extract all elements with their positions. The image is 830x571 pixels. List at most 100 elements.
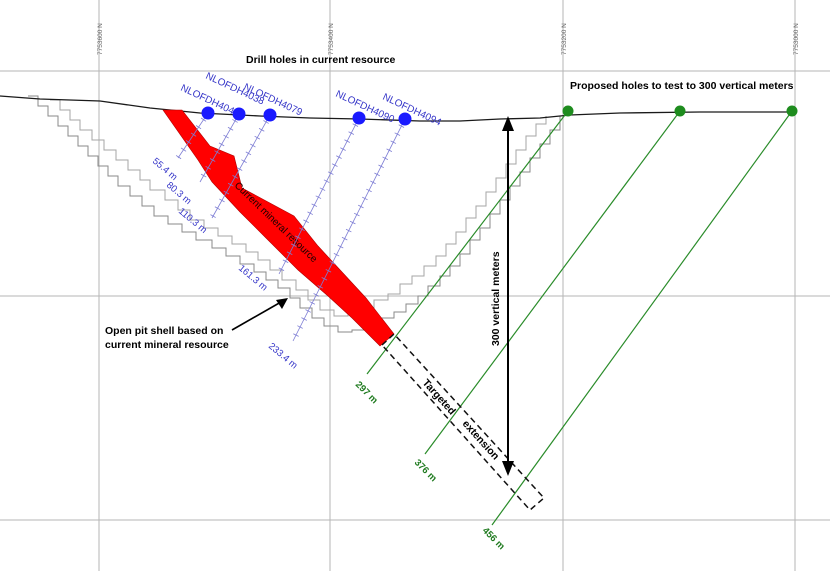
depth-tick: [297, 325, 303, 329]
topography-line: [0, 95, 795, 122]
hole-trace-4038: [199, 113, 240, 183]
depth-tick: [329, 261, 336, 265]
depth-tick: [250, 143, 256, 148]
depth-tick: [374, 172, 380, 177]
vertical-scale-arrow: [502, 116, 514, 476]
hole-trace-4094: [292, 118, 406, 342]
proposed-drill-holes: [366, 105, 798, 526]
proposed-collar-1[interactable]: [562, 105, 574, 117]
depth-tick: [327, 171, 334, 175]
collar-4090[interactable]: [352, 111, 366, 125]
depth-tick: [258, 127, 265, 132]
proposed-holes-title: Proposed holes to test to 300 vertical m…: [570, 80, 794, 92]
depth-tick: [341, 236, 348, 241]
depth-tick: [321, 277, 328, 281]
proposed-depth-376: 376 m: [412, 457, 439, 484]
existing-drill-holes: [175, 112, 406, 342]
depth-tick: [232, 119, 238, 123]
depth-tick: [331, 163, 338, 167]
depth-tick: [386, 148, 393, 152]
depth-tick: [299, 227, 305, 231]
depth-tick: [349, 220, 356, 225]
depth-tick: [309, 301, 316, 305]
hole-trace-4079: [211, 114, 271, 219]
pit-shell: [28, 95, 561, 333]
depth-tick: [340, 147, 346, 151]
depth-tick: [390, 140, 397, 144]
depth-tick: [301, 317, 307, 321]
depth-tick: [190, 132, 197, 137]
proposed-collar-2[interactable]: [674, 105, 686, 117]
depth-tick: [254, 135, 261, 140]
existing-collars: [201, 106, 412, 126]
depth-tick: [333, 252, 340, 257]
northing-label-4: 7753000 N: [793, 23, 800, 55]
depth-tick: [263, 120, 269, 124]
depth-tick: [305, 309, 312, 313]
depth-tick: [315, 195, 322, 199]
depth-tick: [370, 180, 376, 185]
depth-tick: [245, 151, 252, 156]
proposed-trace-1: [366, 110, 569, 375]
collar-4079[interactable]: [263, 108, 277, 122]
depth-tick: [317, 285, 324, 289]
depth-tick: [352, 123, 359, 127]
depth-tick: [227, 126, 234, 131]
vertical-meters-label: 300 vertical meters: [490, 251, 502, 346]
depth-tick: [205, 165, 211, 170]
depth-tick: [232, 175, 238, 179]
depth-tick: [290, 243, 297, 247]
collar-4038[interactable]: [232, 107, 246, 121]
depth-tick: [378, 164, 384, 169]
northing-label-2: 7753400 N: [328, 23, 335, 55]
depth-tick: [175, 155, 182, 160]
depth-tick: [345, 228, 352, 233]
depth-tick: [323, 179, 330, 183]
pit-annotation-arrow-line: [231, 301, 282, 331]
depth-tick: [180, 147, 187, 152]
targeted-extension-box: [380, 332, 546, 512]
depth-tick: [282, 259, 289, 263]
depth-tick: [286, 251, 293, 255]
pit-shell-inner: [50, 99, 547, 317]
proposed-collar-3[interactable]: [786, 105, 798, 117]
depth-tick: [344, 139, 350, 143]
depth-tick: [223, 134, 229, 139]
depth-tick: [337, 244, 344, 249]
depth-tick: [295, 235, 301, 239]
depth-tick: [278, 267, 285, 271]
depth-tick: [185, 140, 192, 145]
vertical-arrow-head-bottom: [502, 461, 514, 476]
depth-ticks: [175, 117, 405, 337]
depth-tick: [362, 196, 368, 201]
proposed-depth-456: 456 m: [480, 525, 507, 552]
depth-tick: [307, 211, 314, 215]
collar-4094[interactable]: [398, 112, 412, 126]
depth-tick: [313, 293, 320, 297]
depth-tick: [336, 155, 342, 159]
depth-tick: [293, 333, 299, 337]
depth-tick: [209, 158, 216, 162]
depth-label-80: 80.3 m: [164, 180, 193, 207]
collar-404[interactable]: [201, 106, 215, 120]
pit-annotation-line1: Open pit shell based on: [105, 325, 223, 337]
existing-holes-title: Drill holes in current resource: [246, 54, 396, 66]
depth-tick: [200, 117, 207, 122]
current-resource-orebody: [162, 109, 395, 347]
depth-tick: [214, 150, 220, 155]
depth-tick: [236, 167, 243, 171]
pit-annotation-line2: current mineral resource: [105, 339, 229, 351]
depth-label-55: 55.4 m: [150, 156, 179, 183]
depth-tick: [319, 187, 326, 191]
depth-label-233: 233.4 m: [266, 341, 299, 372]
vertical-arrow-head-top: [502, 116, 514, 131]
depth-tick: [241, 159, 247, 164]
proposed-trace-2: [424, 110, 681, 455]
depth-label-161: 161.3 m: [236, 263, 269, 294]
depth-tick: [311, 203, 318, 207]
hole-trace-404: [177, 112, 209, 159]
depth-tick: [348, 131, 355, 135]
depth-tick: [219, 198, 225, 203]
northing-label-3: 7753200 N: [561, 23, 568, 55]
depth-tick: [200, 173, 207, 178]
